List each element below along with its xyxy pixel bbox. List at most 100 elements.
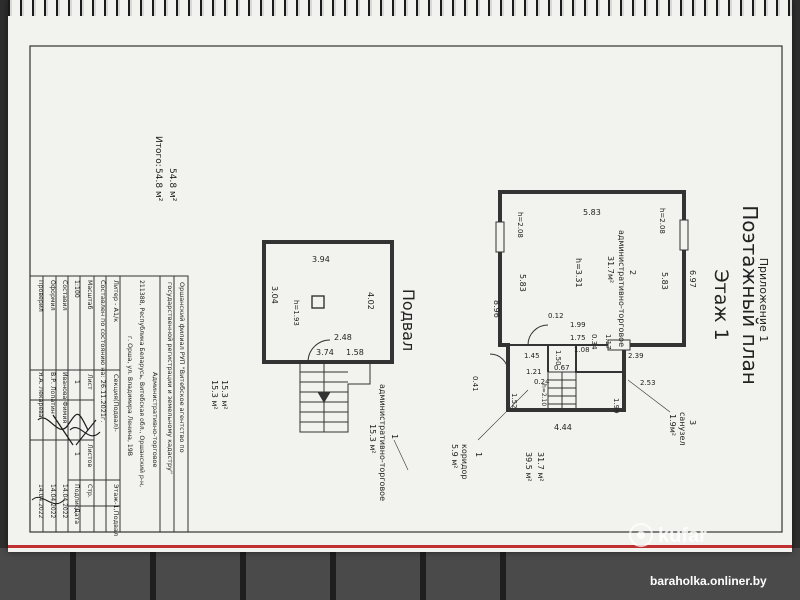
basement-outer-wall bbox=[262, 240, 394, 364]
dim-h-left: h=2.08 bbox=[516, 212, 524, 238]
background-floor bbox=[0, 548, 800, 600]
dim-2-39: 2.39 bbox=[628, 352, 644, 360]
floor1-corridor-wall bbox=[508, 344, 549, 372]
dim-2-53: 2.53 bbox=[640, 379, 656, 387]
basement-dim-3-94: 3.94 bbox=[312, 255, 330, 264]
basement-room-area: 15.3 м² bbox=[368, 424, 377, 454]
dim-inner-left: 5.83 bbox=[518, 274, 527, 292]
room3-leader bbox=[627, 379, 671, 413]
dim-1-75: 1.75 bbox=[570, 334, 586, 342]
stamp-date-label: Дата bbox=[73, 508, 80, 524]
signature-3 bbox=[31, 496, 65, 505]
basement-sum-1: 15.3 м² bbox=[220, 380, 229, 410]
stamp-drawn-name: В.Р. Лопатин bbox=[49, 372, 56, 414]
kufar-logo-text: kufar bbox=[658, 525, 707, 547]
stamp-floor: Этаж-1,Подвал bbox=[112, 484, 120, 536]
floor1-plan bbox=[498, 190, 686, 412]
kufar-logo-icon: kufar bbox=[629, 523, 707, 547]
document-sheet: Приложение 1 Поэтажный план Этаж 1 Подва… bbox=[8, 0, 792, 552]
dim-0-41: 0.41 bbox=[471, 376, 479, 392]
stamp-sheets-value: 1 bbox=[73, 452, 80, 456]
dim-1-50: 1.50 bbox=[554, 350, 562, 366]
dim-1-52: 1.52 bbox=[510, 393, 518, 409]
dim-right-outer: 6.97 bbox=[688, 270, 697, 288]
basement-title: Подвал bbox=[399, 289, 418, 351]
background-stripe bbox=[500, 548, 506, 600]
title-block-text: Оршанский филиал РУП "Витебское агентств… bbox=[37, 280, 186, 536]
stamp-org-2: государственной регистрации и земельному… bbox=[166, 282, 174, 474]
totals-value-2: 54.8 м² bbox=[153, 168, 163, 202]
basement-dim-3-04: 3.04 bbox=[270, 286, 279, 304]
basement-dim-2-48: 2.48 bbox=[334, 333, 352, 342]
dim-inner-right: 5.83 bbox=[660, 272, 669, 290]
floor-title: Этаж 1 bbox=[710, 269, 732, 340]
room2-number: 2 bbox=[628, 270, 637, 275]
dim-1-17: 1.17 bbox=[604, 334, 612, 350]
room2-height: h=3.31 bbox=[574, 258, 583, 288]
background-stripe bbox=[330, 548, 336, 600]
totals-value-1: 54.8 м² bbox=[167, 168, 177, 202]
title-block bbox=[29, 275, 189, 533]
spiral-binding bbox=[8, 0, 792, 16]
stamp-address-1: 211388, Республика Беларусь, Витебская о… bbox=[138, 280, 146, 487]
totals-label: Итого: bbox=[153, 136, 163, 167]
window-left bbox=[495, 221, 505, 253]
stamp-checked-label: Проверил bbox=[37, 280, 44, 312]
room1-name: коридор bbox=[460, 444, 469, 480]
floor-plan-drawing: Приложение 1 Поэтажный план Этаж 1 Подва… bbox=[29, 45, 783, 536]
stamp-state: Составлен по состоянию на: 26.11.2021г. bbox=[99, 280, 107, 422]
dim-4-44: 4.44 bbox=[554, 423, 572, 432]
door-swing-2 bbox=[489, 353, 509, 373]
stamp-checked-date: 14.04.2022 bbox=[37, 484, 44, 519]
background-stripe bbox=[420, 548, 426, 600]
appendix-label: Приложение 1 bbox=[757, 258, 770, 342]
floor1-outer-wall bbox=[498, 190, 686, 412]
basement-plan bbox=[262, 240, 394, 364]
dim-1-45: 1.45 bbox=[524, 352, 540, 360]
basement-dim-3-74: 3.74 bbox=[316, 348, 334, 357]
basement-door-swing bbox=[307, 339, 331, 363]
room1-leader bbox=[477, 389, 529, 441]
dim-1-08: 1.08 bbox=[574, 346, 590, 354]
stamp-name: Административно-торговое bbox=[151, 372, 159, 468]
stamp-checked-name: Я.А. Лекарева bbox=[37, 372, 44, 418]
background-stripe bbox=[240, 548, 246, 600]
door-swing-1 bbox=[527, 324, 549, 346]
room3-number: 3 bbox=[688, 420, 697, 425]
stamp-sheet-value: 1 bbox=[73, 380, 80, 384]
stamp-sign-label: Подпись bbox=[73, 484, 80, 512]
floor1-sum-1: 31.7 м² bbox=[536, 452, 545, 482]
room1-number: 1 bbox=[474, 452, 483, 457]
basement-room-name: административно-торговое bbox=[378, 384, 387, 501]
background-stripe bbox=[70, 548, 76, 600]
dim-0-24: 0.24 bbox=[534, 378, 550, 386]
stamp-compiled-name: Иванова Фимия bbox=[61, 372, 68, 423]
floor1-sum-2: 39.5 м² bbox=[524, 452, 533, 482]
dim-1-99: 1.99 bbox=[570, 321, 586, 329]
stamp-drawn-date: 14.04.2022 bbox=[49, 484, 56, 519]
room1-area: 5.9 м² bbox=[450, 444, 459, 469]
dim-left-outer: 8.96 bbox=[492, 300, 501, 318]
stamp-sheet-label: Лист bbox=[86, 374, 93, 390]
background-stripe bbox=[150, 548, 156, 600]
stamp-litera: Литер - А1/к bbox=[112, 280, 120, 322]
sheet-red-edge bbox=[8, 545, 792, 548]
dim-0-12: 0.12 bbox=[548, 312, 564, 320]
dim-1-21: 1.21 bbox=[526, 368, 542, 376]
dim-1-99-b: 1.99 bbox=[612, 398, 620, 414]
stamp-scale-label: Масштаб bbox=[86, 280, 94, 310]
stamp-org-1: Оршанский филиал РУП "Витебское агентств… bbox=[178, 282, 186, 453]
basement-room-number: 1 bbox=[390, 434, 399, 439]
site-watermark: baraholka.onliner.by bbox=[650, 574, 767, 588]
stamp-sheets-label: Листов bbox=[86, 444, 93, 467]
basement-stairs bbox=[299, 362, 371, 433]
dim-h-2-10: h=2.10 bbox=[540, 384, 547, 406]
basement-height: h=1.93 bbox=[292, 300, 300, 326]
dim-0-67: 0.67 bbox=[554, 364, 570, 372]
basement-leader bbox=[393, 439, 409, 471]
basement-dim-4-02: 4.02 bbox=[366, 292, 375, 310]
signature-1 bbox=[37, 413, 89, 446]
basement-column bbox=[311, 295, 325, 309]
floor1-stairs bbox=[547, 371, 577, 411]
